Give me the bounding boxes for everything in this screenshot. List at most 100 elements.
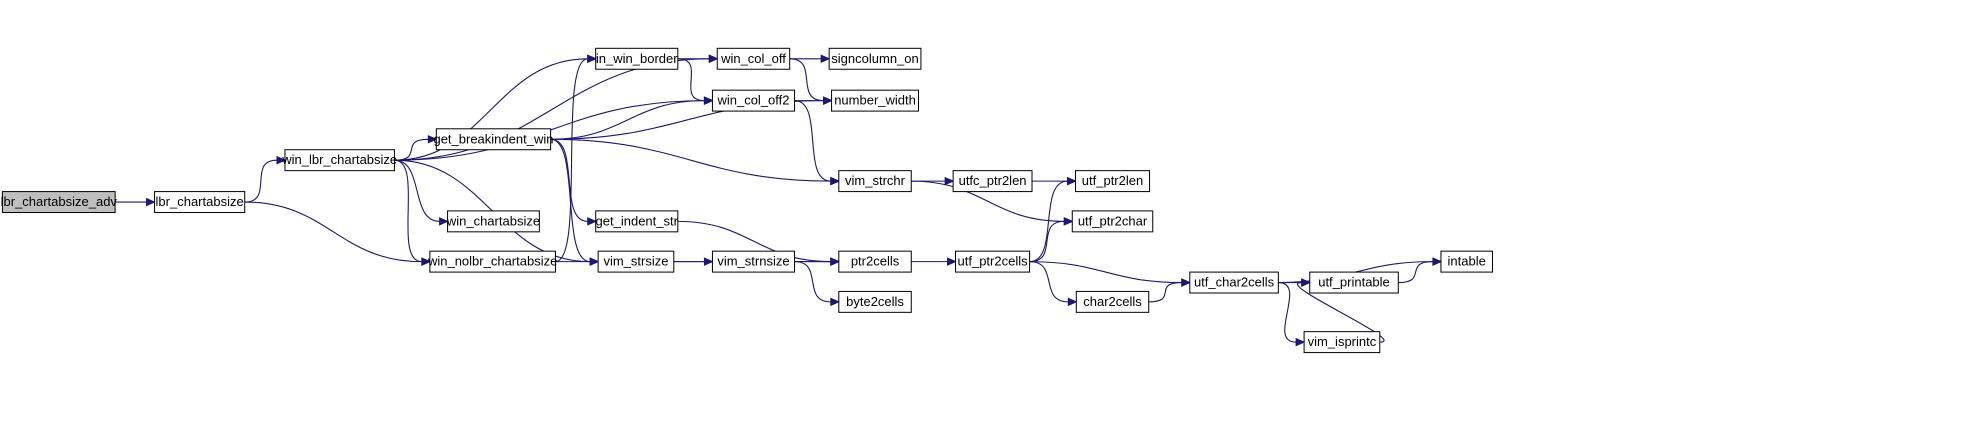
node-intable[interactable]: intable <box>1440 250 1493 273</box>
edge-win_col_off-to-signcolumn_on <box>789 54 831 64</box>
edge-arrowhead <box>427 135 438 144</box>
node-byte2cells[interactable]: byte2cells <box>838 290 912 313</box>
edge-line <box>1029 261 1182 284</box>
edge-line <box>1297 282 1385 343</box>
node-lbr_chartabsize[interactable]: lbr_chartabsize <box>154 191 246 214</box>
node-label: utf_ptr2cells <box>958 254 1029 269</box>
node-label: win_chartabsize <box>446 213 540 228</box>
node-box <box>838 250 912 273</box>
edge-win_lbr_chartabsize-to-win_chartabsize <box>394 159 449 226</box>
edge-arrowhead <box>823 96 833 105</box>
node-box <box>955 250 1031 273</box>
edge-line <box>394 138 429 161</box>
edge-line <box>911 180 1065 222</box>
node-utfc_ptr2len[interactable]: utfc_ptr2len <box>952 170 1033 193</box>
node-utf_ptr2cells[interactable]: utf_ptr2cells <box>955 250 1031 273</box>
node-label: number_width <box>834 93 916 108</box>
edge-lbr_chartabsize_adv-to-lbr_chartabsize <box>115 197 156 207</box>
node-box <box>831 89 920 112</box>
node-signcolumn_on[interactable]: signcolumn_on <box>828 47 922 70</box>
node-label: vim_isprintc <box>1308 334 1377 349</box>
edge-get_breakindent_win-to-vim_strsize <box>550 138 600 266</box>
node-lbr_chartabsize_adv[interactable]: lbr_chartabsize_adv <box>1 191 118 214</box>
node-win_col_off2[interactable]: win_col_off2 <box>711 89 796 112</box>
edge-in_win_border-to-win_col_off <box>677 54 719 64</box>
edge-win_col_off-to-number_width <box>789 58 833 105</box>
node-win_nolbr_chartabsize[interactable]: win_nolbr_chartabsize <box>427 250 557 273</box>
node-box <box>952 170 1033 193</box>
node-get_indent_str[interactable]: get_indent_str <box>595 210 679 233</box>
edge-line <box>794 100 831 182</box>
node-win_lbr_chartabsize[interactable]: win_lbr_chartabsize <box>281 149 397 172</box>
node-box <box>1 191 116 214</box>
edge-arrowhead <box>947 257 957 266</box>
node-label: lbr_chartabsize <box>156 194 244 209</box>
node-in_win_border[interactable]: in_win_border <box>595 47 679 70</box>
node-number_width[interactable]: number_width <box>831 89 920 112</box>
node-box <box>711 89 796 112</box>
edge-win_col_off2-to-vim_strchr <box>794 100 841 186</box>
edge-utf_char2cells-to-vim_isprintc <box>1278 282 1306 347</box>
edge-arrowhead <box>1181 278 1192 287</box>
edge-line <box>1029 180 1068 263</box>
node-box <box>1071 210 1154 233</box>
node-utf_char2cells[interactable]: utf_char2cells <box>1189 271 1279 294</box>
node-label: ptr2cells <box>851 254 900 269</box>
edge-arrowhead <box>703 96 714 105</box>
node-vim_isprintc[interactable]: vim_isprintc <box>1303 331 1381 354</box>
edges-layer <box>115 54 1443 347</box>
edge-line <box>677 58 705 102</box>
edge-arrowhead <box>587 54 597 64</box>
edge-vim_isprintc-to-utf_printable <box>1297 278 1385 343</box>
edge-arrowhead <box>1432 257 1443 266</box>
node-utf_ptr2len[interactable]: utf_ptr2len <box>1074 170 1151 193</box>
node-box <box>1303 331 1381 354</box>
node-utf_ptr2char[interactable]: utf_ptr2char <box>1071 210 1154 233</box>
node-label: win_col_off2 <box>716 93 789 108</box>
node-label: utfc_ptr2len <box>959 173 1027 188</box>
node-label: vim_strnsize <box>717 254 789 269</box>
edge-lbr_chartabsize-to-win_lbr_chartabsize <box>244 155 287 203</box>
edge-arrowhead <box>944 176 955 186</box>
node-box <box>1189 271 1279 294</box>
node-box <box>595 47 679 70</box>
edge-line <box>394 58 588 161</box>
edge-line <box>794 261 831 303</box>
edge-arrowhead <box>703 257 714 266</box>
node-label: lbr_chartabsize_adv <box>1 194 118 209</box>
node-vim_strnsize[interactable]: vim_strnsize <box>711 250 796 273</box>
node-label: char2cells <box>1083 294 1142 309</box>
node-box <box>154 191 246 214</box>
edge-line <box>1148 282 1182 303</box>
edge-vim_strnsize-to-byte2cells <box>794 261 841 307</box>
edge-vim_strsize-to-vim_strnsize <box>673 257 714 266</box>
node-vim_strsize[interactable]: vim_strsize <box>597 250 675 273</box>
edge-char2cells-to-utf_char2cells <box>1148 278 1192 303</box>
edge-win_col_off2-to-number_width <box>794 96 833 105</box>
node-box <box>1075 290 1150 313</box>
node-box <box>716 47 791 70</box>
edge-line <box>550 138 588 222</box>
node-get_breakindent_win[interactable]: get_breakindent_win <box>433 128 553 151</box>
node-win_col_off[interactable]: win_col_off <box>716 47 791 70</box>
node-ptr2cells[interactable]: ptr2cells <box>838 250 912 273</box>
edge-line <box>1029 220 1065 263</box>
edge-line <box>244 159 277 203</box>
node-box <box>828 47 922 70</box>
node-box <box>838 170 912 193</box>
node-box <box>711 250 796 273</box>
node-label: byte2cells <box>846 294 904 309</box>
node-box <box>1074 170 1151 193</box>
node-win_chartabsize[interactable]: win_chartabsize <box>446 210 540 233</box>
node-char2cells[interactable]: char2cells <box>1075 290 1150 313</box>
edge-get_breakindent_win-to-vim_strchr <box>550 138 841 186</box>
edge-ptr2cells-to-utf_ptr2cells <box>911 257 957 266</box>
node-vim_strchr[interactable]: vim_strchr <box>838 170 912 193</box>
edge-get_breakindent_win-to-win_col_off2 <box>550 96 714 140</box>
edge-arrowhead <box>587 217 597 226</box>
node-utf_printable[interactable]: utf_printable <box>1309 271 1399 294</box>
edge-arrowhead <box>1067 297 1078 307</box>
node-box <box>1440 250 1493 273</box>
edge-line <box>1278 282 1297 343</box>
